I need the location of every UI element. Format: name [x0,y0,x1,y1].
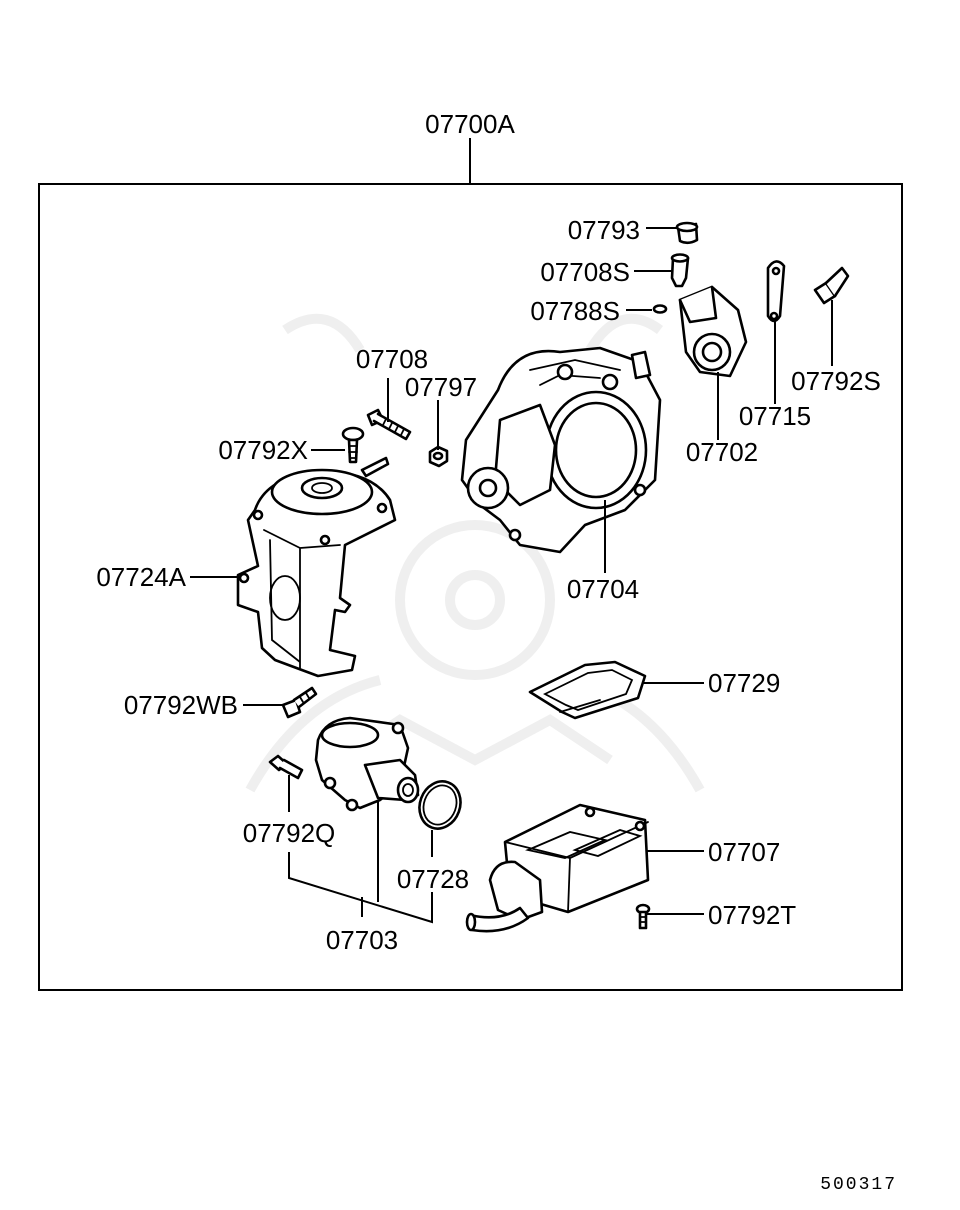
part-07708-bolt[interactable] [366,408,412,441]
part-07792x-screw[interactable] [341,426,365,464]
label-07702: 07702 [686,437,758,467]
leader-lines [190,227,833,924]
label-07724a: 07724A [96,562,186,592]
part-07788s-oring[interactable] [652,304,668,314]
label-07792t: 07792T [708,900,796,930]
label-07704: 07704 [567,574,639,604]
part-07792q-screw[interactable] [268,754,304,780]
label-07792s: 07792S [791,366,881,396]
part-07707-intake-base[interactable] [465,803,650,933]
assembly-label: 07700A [425,109,515,139]
part-07792wb-screw[interactable] [281,686,318,719]
part-07702-throttle-position-sensor[interactable] [678,285,748,378]
part-07793-cap[interactable] [675,221,699,245]
part-07708s-sensor[interactable] [670,253,690,288]
part-07728-oring[interactable] [413,776,467,835]
label-07708s: 07708S [540,257,630,287]
catalog-code: 500317 [820,1175,897,1195]
part-07724a-bracket[interactable] [236,456,397,678]
label-07793: 07793 [568,215,640,245]
part-07703-idle-control-actuator[interactable] [314,716,420,812]
label-07728: 07728 [397,864,469,894]
label-07715: 07715 [739,401,811,431]
label-07792wb: 07792WB [124,690,238,720]
label-07792q: 07792Q [243,818,336,848]
label-07707: 07707 [708,837,780,867]
label-07708: 07708 [356,344,428,374]
part-07715-bracket[interactable] [766,260,786,323]
label-07703: 07703 [326,925,398,955]
part-07792s-screw[interactable] [813,266,850,305]
label-07792x: 07792X [218,435,308,465]
part-07792t-screw[interactable] [635,903,651,930]
part-07729-gasket[interactable] [528,660,647,720]
part-07704-throttle-body[interactable] [460,346,662,554]
label-07788s: 07788S [530,296,620,326]
label-07729: 07729 [708,668,780,698]
label-07797: 07797 [405,372,477,402]
